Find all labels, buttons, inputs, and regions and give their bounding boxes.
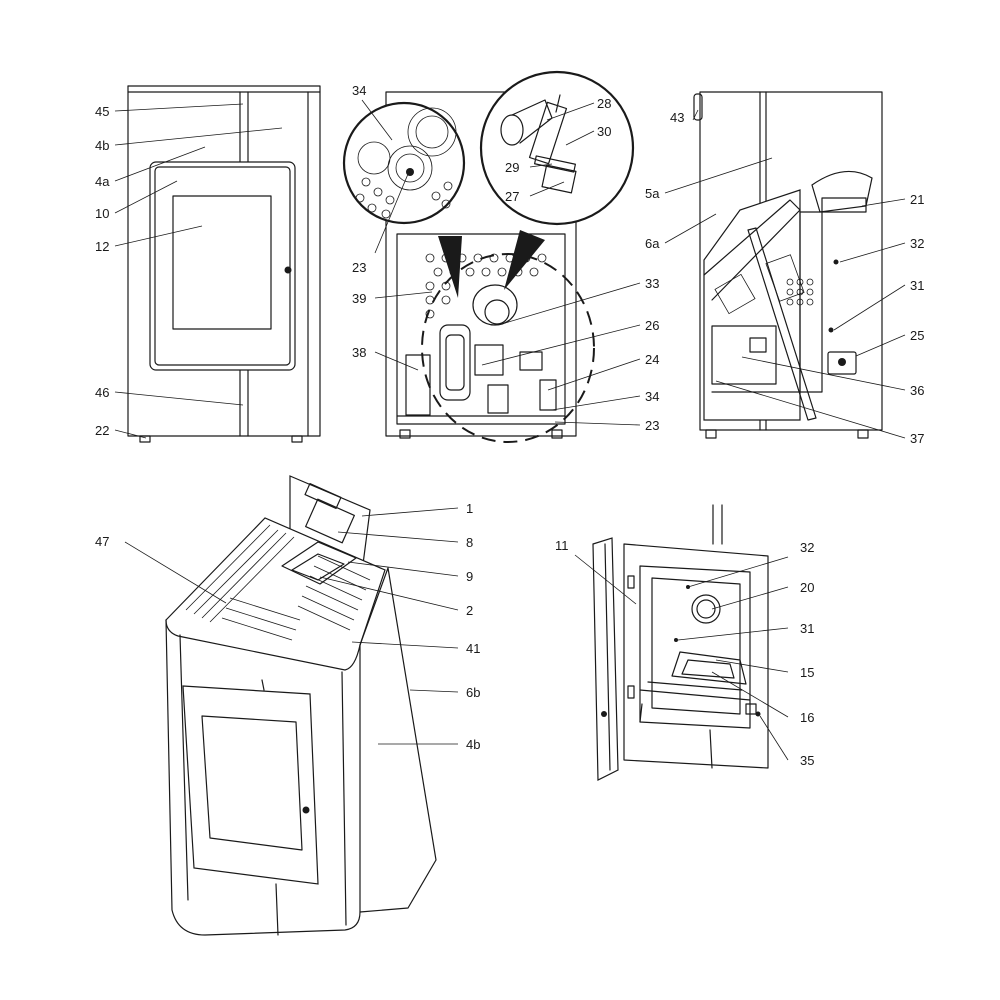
- door-callouts: 11 32 20 31 15 16 35: [555, 538, 814, 768]
- callout-4b: 4b: [95, 138, 109, 153]
- callout-31-door: 31: [800, 621, 814, 636]
- callout-9: 9: [466, 569, 473, 584]
- callout-41: 41: [466, 641, 480, 656]
- callout-34-top: 34: [352, 83, 366, 98]
- callout-45: 45: [95, 104, 109, 119]
- callout-27: 27: [505, 189, 519, 204]
- callout-24: 24: [645, 352, 659, 367]
- top-iso-view: [165, 475, 437, 936]
- callout-43: 43: [670, 110, 684, 125]
- top-callout-leaders: [124, 507, 459, 745]
- callout-22: 22: [95, 423, 109, 438]
- callout-8: 8: [466, 535, 473, 550]
- back-view: [342, 70, 635, 443]
- front-callout-leaders: [114, 103, 283, 439]
- callout-33: 33: [645, 276, 659, 291]
- callout-25: 25: [910, 328, 924, 343]
- callout-1: 1: [466, 501, 473, 516]
- callout-23-top: 23: [352, 260, 366, 275]
- side-callouts: 43 5a 6a 21 32 31 25 36 37: [645, 110, 924, 446]
- callout-34-bottom: 34: [645, 389, 659, 404]
- callout-46: 46: [95, 385, 109, 400]
- callout-28: 28: [597, 96, 611, 111]
- callout-35: 35: [800, 753, 814, 768]
- callout-12: 12: [95, 239, 109, 254]
- callout-30: 30: [597, 124, 611, 139]
- callout-21: 21: [910, 192, 924, 207]
- callout-32-side: 32: [910, 236, 924, 251]
- callout-2: 2: [466, 603, 473, 618]
- callout-10: 10: [95, 206, 109, 221]
- callout-11: 11: [555, 538, 569, 553]
- back-callout-leaders: [361, 99, 641, 426]
- callout-31-side: 31: [910, 278, 924, 293]
- callout-37: 37: [910, 431, 924, 446]
- callout-4a: 4a: [95, 174, 110, 189]
- callout-20: 20: [800, 580, 814, 595]
- front-callouts: 45 4b 4a 10 12 46 22: [95, 104, 110, 438]
- callout-39: 39: [352, 291, 366, 306]
- callout-32-door: 32: [800, 540, 814, 555]
- callout-23-bottom: 23: [645, 418, 659, 433]
- door-callout-leaders: [574, 554, 789, 761]
- callout-29: 29: [505, 160, 519, 175]
- callout-15: 15: [800, 665, 814, 680]
- side-view: [693, 91, 883, 439]
- callout-6a: 6a: [645, 236, 660, 251]
- front-view: [127, 85, 321, 443]
- back-callouts: 34 28 30 29 27 23 33 39 26 38 24 34 23: [352, 83, 659, 433]
- callout-47: 47: [95, 534, 109, 549]
- door-open-view: [592, 504, 769, 781]
- callout-36: 36: [910, 383, 924, 398]
- callout-26: 26: [645, 318, 659, 333]
- callout-5a: 5a: [645, 186, 660, 201]
- side-callout-leaders: [664, 109, 906, 439]
- callout-38: 38: [352, 345, 366, 360]
- callout-6b: 6b: [466, 685, 480, 700]
- callout-4b-iso: 4b: [466, 737, 480, 752]
- callout-16: 16: [800, 710, 814, 725]
- top-callouts: 1 8 47 9 2 41 6b 4b: [95, 501, 480, 752]
